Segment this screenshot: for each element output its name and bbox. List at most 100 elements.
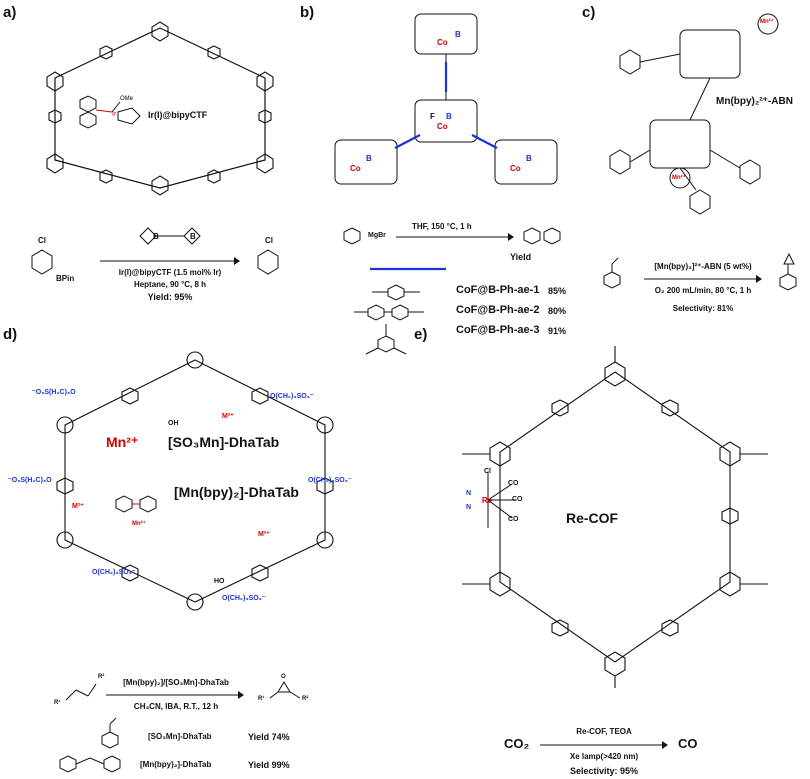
- panel-a-reagent-b2: B: [190, 232, 196, 241]
- panel-d-reactant-r1: R¹: [54, 700, 61, 706]
- panel-c-selectivity: Selectivity: 81%: [672, 304, 734, 313]
- panel-d-sulfonate-3: ⁻O₃S(H₂C)₃O: [8, 477, 52, 484]
- panel-d-product: [269, 681, 301, 699]
- panel-b-linker-1: [372, 284, 420, 301]
- panel-d-ho-1: HO: [214, 578, 225, 585]
- panel-a-condition-2: Heptane, 90 °C, 8 h: [133, 280, 207, 289]
- panel-d-row-2-name: [Mn(bpy)₂]-DhaTab: [140, 760, 212, 769]
- panel-b-linker-line: [370, 267, 446, 271]
- panel-e-label: e): [414, 326, 428, 343]
- panel-a-arrow: [100, 257, 240, 265]
- panel-b-linker-3: [365, 324, 407, 355]
- panel-e-arrow: [540, 741, 668, 749]
- panel-b-row-2-yield: 80%: [548, 306, 567, 316]
- panel-b-linker-2: [354, 304, 424, 321]
- panel-b-co-center: Co: [437, 122, 448, 131]
- panel-a-reactant: [31, 249, 53, 275]
- panel-a-condition-1: Ir(I)@bipyCTF (1.5 mol% Ir): [118, 268, 222, 277]
- panel-d-label: d): [3, 326, 18, 343]
- panel-d-condition-2: CH₃CN, IBA, R.T., 12 h: [133, 702, 219, 711]
- panel-d-mn-center: Mn²⁺: [132, 521, 146, 527]
- panel-d-framework: [56, 351, 334, 611]
- panel-d-sulfonate-1: ⁻O₃S(H₂C)₃O: [32, 389, 76, 396]
- panel-b-row-1-name: CoF@B-Ph-ae-1: [456, 284, 540, 296]
- panel-e-name: Re-COF: [566, 510, 619, 526]
- panel-c-mn-top: Mn²⁺: [760, 19, 774, 25]
- panel-a-ome: OMe: [120, 96, 134, 102]
- panel-b-b-left: B: [366, 154, 372, 163]
- panel-e-n-1: N: [466, 490, 472, 497]
- panel-d-arrow: [106, 691, 244, 699]
- panel-c-framework: [609, 13, 779, 215]
- panel-b-grignard-label: MgBr: [368, 232, 386, 239]
- panel-b-label: b): [300, 4, 315, 21]
- panel-a-reagent: [139, 227, 201, 245]
- panel-b-f-center: F: [430, 112, 435, 121]
- panel-e-co-2: CO: [512, 496, 523, 503]
- panel-d-row-1-name: [SO₃Mn]-DhaTab: [148, 732, 212, 741]
- panel-e-selectivity: Selectivity: 95%: [569, 766, 639, 776]
- panel-b-grignard: [343, 227, 361, 245]
- panel-e-cl: Cl: [484, 468, 491, 475]
- panel-d-sulfonate-4: O(CH₂)₃SO₃⁻: [308, 477, 352, 484]
- panel-b-co-left: Co: [350, 164, 361, 173]
- panel-c-condition-1: [Mn(bpy)₃]²⁺-ABN (5 wt%): [654, 262, 752, 271]
- panel-b-b-right: B: [526, 154, 532, 163]
- panel-d-row-1-yield: Yield 74%: [248, 732, 290, 742]
- panel-d-product-r1: R¹: [258, 696, 265, 702]
- panel-a-reactant-cl1: Cl: [38, 236, 46, 245]
- panel-b-row-3-name: CoF@B-Ph-ae-3: [456, 324, 540, 336]
- panel-d-condition-1: [Mn(bpy)₂]/[SO₃Mn]-DhaTab: [123, 678, 229, 687]
- panel-a-framework: Ir OMe: [46, 21, 274, 196]
- panel-d-row-2-yield: Yield 99%: [248, 760, 290, 770]
- panel-e-co-1: CO: [508, 480, 519, 487]
- panel-b-framework: [334, 13, 558, 185]
- panel-e-co-3: CO: [508, 516, 519, 523]
- panel-c-catalyst-name: Mn(bpy)₂²⁺-ABN: [716, 96, 793, 107]
- panel-d-mn-ion: Mn²⁺: [106, 434, 139, 450]
- panel-b-row-2-name: CoF@B-Ph-ae-2: [456, 304, 540, 316]
- panel-d-oh-1: OH: [168, 420, 179, 427]
- panel-b-condition: THF, 150 °C, 1 h: [412, 222, 472, 231]
- panel-b-b-top: B: [455, 30, 461, 39]
- panel-c-product: [779, 252, 797, 291]
- panel-d-reactant: [65, 683, 97, 701]
- panel-e-reactant: CO₂: [504, 736, 530, 751]
- panel-c-styrene: [603, 257, 621, 289]
- panel-e-product: CO: [678, 736, 698, 751]
- panel-b-b-center: B: [446, 112, 452, 121]
- panel-b-row-3-yield: 91%: [548, 326, 567, 336]
- panel-a-catalyst-name: Ir(I)@bipyCTF: [148, 110, 208, 120]
- panel-c-mn-bottom: Mn²⁺: [672, 175, 686, 181]
- panel-d-reactant-r2: R²: [98, 674, 105, 680]
- panel-d-product-r2: R²: [302, 696, 309, 702]
- panel-e-framework: [462, 346, 768, 688]
- panel-e-n-2: N: [466, 504, 472, 511]
- panel-a-product: [257, 249, 279, 275]
- panel-d-sulfonate-2: O(CH₂)₃SO₃⁻: [270, 393, 314, 400]
- panel-d-name-1: [SO₃Mn]-DhaTab: [168, 434, 280, 450]
- panel-e-re-center: Re: [482, 496, 493, 505]
- panel-d-epoxide-o: O: [281, 674, 286, 680]
- panel-d-m2-3: M²⁺: [258, 531, 270, 538]
- panel-d-sulfonate-6: O(CH₂)₃SO₃⁻: [222, 595, 266, 602]
- panel-d-sulfonate-5: O(CH₂)₃SO₃⁻: [92, 569, 136, 576]
- panel-c-arrow: [644, 275, 762, 283]
- panel-b-co-right: Co: [510, 164, 521, 173]
- panel-a-reactant-bpin: BPin: [56, 274, 75, 283]
- panel-b-yield-header: Yield: [510, 252, 532, 262]
- panel-b-arrow: [396, 233, 514, 241]
- panel-c-label: c): [582, 4, 596, 21]
- panel-b-product: [523, 227, 561, 245]
- panel-d-styrene: [101, 717, 119, 749]
- panel-d-m2-2: M²⁺: [72, 503, 84, 510]
- panel-e-condition-2: Xe lamp(>420 nm): [569, 752, 639, 761]
- panel-a-reagent-b1: B: [153, 232, 159, 241]
- panel-b-row-1-yield: 85%: [548, 286, 567, 296]
- panel-a-ir-center: Ir: [112, 111, 117, 118]
- panel-a-product-cl: Cl: [265, 236, 273, 245]
- panel-a-yield: Yield: 95%: [147, 292, 193, 302]
- panel-b-co-top: Co: [437, 38, 448, 47]
- panel-e-condition-1: Re-COF, TEOA: [576, 727, 632, 736]
- panel-d-m2-1: M²⁺: [222, 413, 234, 420]
